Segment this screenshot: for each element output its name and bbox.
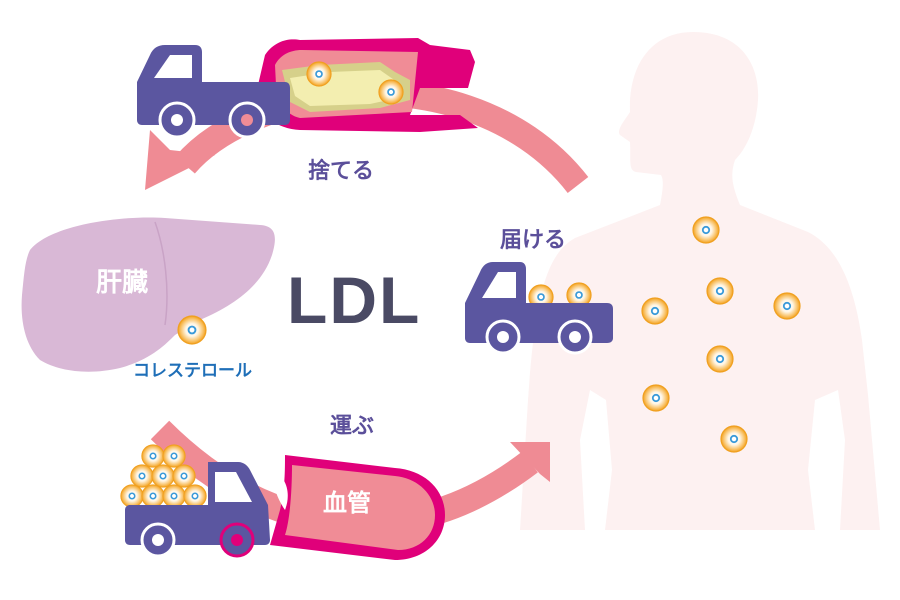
cholesterol-particle-icon xyxy=(706,345,734,373)
cholesterol-particle-icon xyxy=(141,484,165,508)
cholesterol-particle-icon xyxy=(306,61,332,87)
arrow-head-right xyxy=(510,442,550,482)
cholesterol-particle-icon xyxy=(162,444,186,468)
human-body-icon xyxy=(520,32,880,530)
discard-label: 捨てる xyxy=(308,159,375,184)
deliver-label: 届ける xyxy=(500,228,567,253)
blood-vessel-label: 血管 xyxy=(323,489,371,517)
truck-icon xyxy=(465,262,613,355)
arrow-head-left xyxy=(145,130,215,190)
cholesterol-particle-icon xyxy=(692,216,720,244)
liver-label: 肝臓 xyxy=(96,268,149,298)
cholesterol-particle-icon xyxy=(706,277,734,305)
blood-vessel-icon xyxy=(257,38,478,132)
cholesterol-particle-icon xyxy=(183,484,207,508)
cholesterol-particle-icon xyxy=(773,292,801,320)
cholesterol-particle-icon xyxy=(141,444,165,468)
cholesterol-particle-icon xyxy=(720,425,748,453)
blood-vessel-icon xyxy=(270,455,445,560)
cholesterol-particle-icon xyxy=(162,484,186,508)
cholesterol-particle-icon xyxy=(172,464,196,488)
cholesterol-particle-icon xyxy=(641,297,669,325)
cholesterol-particle-icon xyxy=(177,315,207,345)
cholesterol-label: コレステロール xyxy=(133,361,252,381)
carry-label: 運ぶ xyxy=(330,414,375,439)
cholesterol-particle-icon xyxy=(151,464,175,488)
ldl-title: LDL xyxy=(287,263,422,337)
cholesterol-particle-icon xyxy=(120,484,144,508)
cholesterol-particle-icon xyxy=(378,79,404,105)
truck-icon xyxy=(137,45,290,139)
liver-icon xyxy=(21,217,275,372)
cholesterol-particle-icon xyxy=(642,384,670,412)
cholesterol-particle-icon xyxy=(130,464,154,488)
truck-icon xyxy=(125,462,270,558)
